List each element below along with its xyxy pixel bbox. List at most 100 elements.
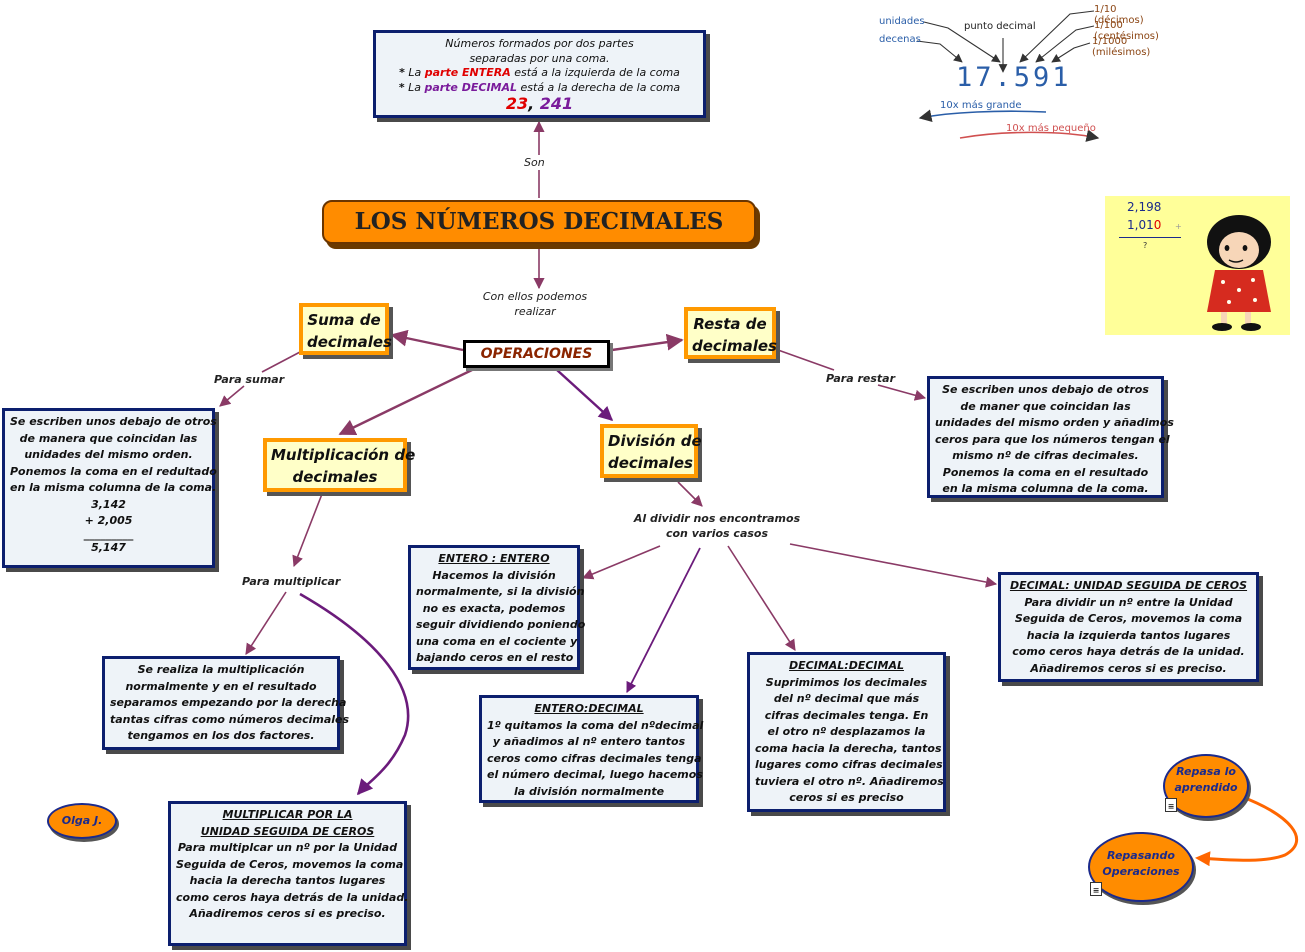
decimal-decimal-box: DECIMAL:DECIMAL Suprimimos los decimales… — [747, 652, 946, 812]
ed-text-2: y añadimos al nº entero tantos — [492, 735, 686, 748]
resta-text-1: Se escriben unos debajo de otros — [942, 383, 1149, 396]
pv-milesimos: 1/1000 (milésimos) — [1092, 36, 1151, 58]
edge-ops-resta — [611, 333, 684, 352]
edge-div-link — [677, 481, 703, 507]
entero-decimal-box: ENTERO:DECIMAL 1º quitamos la coma del n… — [479, 695, 704, 803]
illus-line — [1119, 237, 1181, 238]
dd-title: DECIMAL:DECIMAL — [789, 659, 904, 672]
edge-link-multbox — [245, 591, 287, 655]
illus-num2-b: 0 — [1153, 218, 1162, 232]
repasa-lo-aprendido-button[interactable]: Repasa lo aprendido ≡ — [1163, 754, 1249, 818]
edge-ops-div — [556, 369, 614, 421]
ed-title: ENTERO:DECIMAL — [534, 702, 644, 715]
suma-text-4: Ponemos la coma en el redultado — [10, 464, 217, 478]
multiplicacion-box: Se realiza la multiplicación normalmente… — [102, 656, 349, 750]
mult-special-text-3: hacia la derecha tantos lugares — [189, 874, 386, 887]
link-al-dividir: Al dividir nos encontramos con varios ca… — [632, 511, 802, 541]
pv-arrow-centesimos — [1035, 25, 1095, 63]
du-text-4: como ceros haya detrás de la unidad. — [1012, 645, 1245, 658]
multiplicacion-node: Multiplicación de decimales — [263, 438, 415, 492]
main-title: LOS NÚMEROS DECIMALES — [322, 200, 756, 244]
bullet-star: * — [399, 66, 405, 79]
resta-text-6: Ponemos la coma en el resultado — [942, 465, 1149, 479]
pv-arrow-decimos — [1019, 10, 1095, 63]
dd-text-7: tuviera el otro nº. Añadiremos — [755, 774, 944, 788]
mult-special-text-2: Seguida de Ceros, movemos la coma — [176, 857, 404, 871]
suma-title-1: Suma de — [307, 311, 381, 329]
pv-arrow-decenas — [916, 40, 963, 63]
edge-ops-mult — [338, 368, 473, 436]
dd-text-1: Suprimimos los decimales — [765, 675, 928, 689]
definition-line1: Números formados por dos partes — [445, 37, 634, 50]
resta-node: Resta de decimales — [684, 307, 777, 359]
pv-punto: punto decimal — [964, 21, 1036, 32]
repasa-label-1: Repasa lo — [1176, 765, 1236, 778]
pv-arrow-unidades — [923, 21, 1001, 63]
ee-text-2: normalmente, si la división — [416, 585, 585, 598]
link-con-ellos-1: Con ellos podemos — [482, 290, 588, 303]
link-son: Son — [524, 155, 545, 170]
dd-text-5: coma hacia la derecha, tantos — [755, 741, 942, 755]
link-con-ellos-2: realizar — [514, 305, 556, 318]
ed-text-1: 1º quitamos la coma del nºdecimal — [487, 718, 704, 732]
document-icon-2: ≡ — [1090, 882, 1102, 896]
resta-text-3: unidades del mismo orden y añadimos — [935, 416, 1174, 429]
edge-ops-suma — [390, 329, 464, 352]
mult-title-2: decimales — [292, 468, 378, 486]
mult-text-3: separamos empezando por la derecha — [110, 696, 347, 709]
suma-text-7: + 2,005 — [84, 514, 133, 527]
operaciones-node: OPERACIONES — [463, 340, 610, 368]
illus-plus: + — [1175, 222, 1182, 231]
illus-num1: 2,198 — [1127, 200, 1162, 214]
mult-special-text-1: Para multiplcar un nº por la Unidad — [177, 841, 398, 854]
edge-link-multspecial — [299, 592, 410, 796]
dd-text-8: ceros si es preciso — [789, 791, 904, 804]
decimal-unidad-box: DECIMAL: UNIDAD SEGUIDA DE CEROS Para di… — [998, 572, 1259, 682]
repasando-operaciones-button[interactable]: Repasando Operaciones ≡ — [1088, 832, 1194, 902]
pv-arrow-milesimos — [1051, 42, 1091, 63]
ed-text-4: el número decimal, luego hacemos — [487, 768, 703, 781]
definition-line3-post: está a la izquierda de la coma — [510, 66, 680, 79]
division-node: División de decimales — [600, 424, 702, 478]
du-text-2: Seguida de Ceros, movemos la coma — [1014, 612, 1243, 625]
mult-text-2: normalmente y en el resultado — [125, 679, 317, 693]
suma-box: Se escriben unos debajo de otros de mane… — [2, 408, 217, 568]
dd-text-3: cifras decimales tenga. En — [764, 708, 929, 722]
definition-example: 23, 241 — [381, 95, 698, 113]
edge-link-ee — [581, 545, 661, 580]
mult-text-5: tengamos en los dos factores. — [127, 729, 315, 742]
ee-text-4: seguir dividiendo poniendo — [416, 618, 586, 631]
definition-line3-pre: La — [408, 66, 425, 79]
link-al-dividir-1: Al dividir nos encontramos — [633, 512, 801, 525]
place-value-diagram: unidades decenas punto decimal 1/10 (déc… — [870, 2, 1159, 148]
suma-text-9: 5,147 — [91, 540, 126, 554]
illus-num2: 1,010 — [1127, 218, 1161, 232]
du-text-1: Para dividir un nº entre la Unidad — [1024, 595, 1233, 609]
pv-number: 17.591 — [956, 62, 1072, 93]
pv-unidades: unidades — [879, 16, 925, 27]
repasando-label-2: Operaciones — [1102, 865, 1180, 878]
mult-special-title-1: MULTIPLICAR POR LA — [222, 808, 353, 821]
edge-resta-link — [777, 349, 835, 371]
div-title-2: decimales — [608, 454, 693, 472]
document-icon: ≡ — [1165, 798, 1177, 812]
pv-arrow-left — [918, 109, 1047, 123]
ee-text-3: no es exacta, podemos — [422, 601, 566, 615]
definition-line4-pre: La — [408, 80, 425, 94]
pv-mas-pequeno: 10x más pequeño — [1006, 123, 1096, 134]
suma-text-3: unidades del mismo orden. — [24, 448, 193, 461]
mult-text-1: Se realiza la multiplicación — [137, 663, 305, 676]
resta-text-7: en la misma columna de la coma. — [942, 482, 1149, 495]
suma-text-6: 3,142 — [91, 497, 126, 511]
div-title-1: División de — [608, 432, 702, 450]
link-para-sumar: Para sumar — [214, 373, 285, 386]
resta-text-4: ceros para que los números tengan el — [935, 432, 1170, 446]
pv-decenas: decenas — [879, 34, 921, 45]
author-badge: Olga J. — [47, 803, 117, 839]
dd-text-4: el otro nº desplazamos la — [767, 725, 926, 738]
edge-link-sumabox — [219, 385, 245, 407]
link-para-restar: Para restar — [826, 372, 895, 385]
edge-mult-link — [292, 493, 323, 568]
link-con-ellos: Con ellos podemos realizar — [470, 289, 600, 319]
